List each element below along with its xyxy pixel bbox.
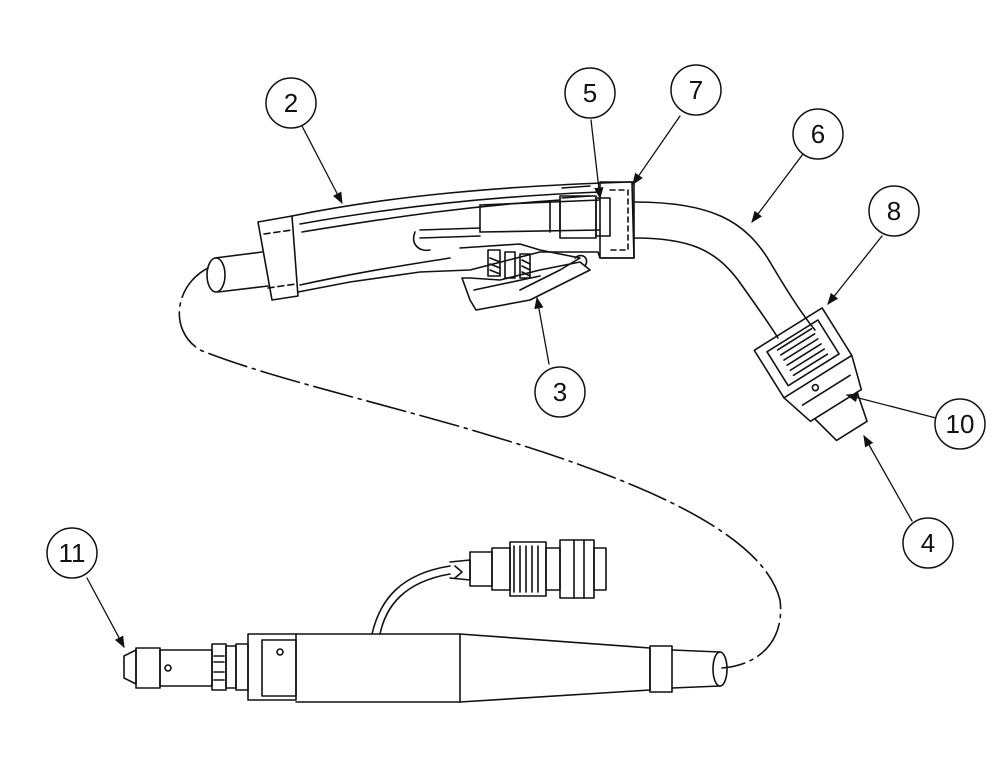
- callout-8: 8: [868, 185, 920, 237]
- callout-label: 4: [921, 528, 935, 558]
- callout-label: 5: [583, 78, 597, 108]
- rear-connector: [123, 539, 728, 703]
- callout-5: 5: [564, 67, 616, 119]
- callout-label: 7: [689, 75, 703, 105]
- callout-label: 6: [811, 119, 825, 149]
- callout-7: 7: [670, 64, 722, 116]
- callout-label: 10: [946, 409, 975, 439]
- leader-lines: [86, 115, 937, 649]
- callout-label: 3: [553, 377, 567, 407]
- gun-handle: [206, 181, 635, 311]
- nozzle-assembly: [753, 307, 868, 442]
- callout-label: 2: [284, 88, 298, 118]
- cable-dash-dot: [178, 267, 782, 669]
- callout-3: 3: [534, 366, 586, 418]
- callout-4: 4: [902, 517, 954, 569]
- callouts: 2 3 4 5 6 7 8 10: [46, 64, 986, 579]
- control-plug: [449, 539, 607, 599]
- callout-11: 11: [46, 527, 98, 579]
- callout-10: 10: [934, 398, 986, 450]
- callout-label: 8: [887, 196, 901, 226]
- gooseneck: [633, 201, 816, 339]
- callout-6: 6: [792, 108, 844, 160]
- callout-2: 2: [265, 77, 317, 129]
- callout-label: 11: [59, 538, 86, 568]
